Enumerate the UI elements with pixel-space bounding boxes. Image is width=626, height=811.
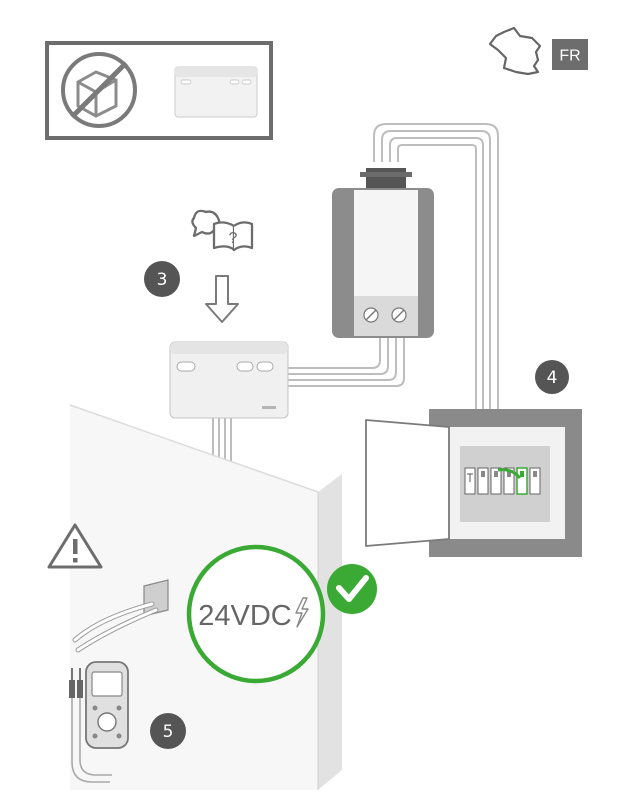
prohibition-box (45, 41, 273, 140)
breaker-arrow-icon (497, 468, 522, 479)
step-5-badge: 5 (150, 713, 186, 749)
terminal-screw-1 (363, 307, 379, 323)
france-map-icon (488, 26, 542, 76)
step-4-number: 4 (547, 368, 558, 388)
breaker-panel (365, 409, 582, 557)
cable-supply-to-panel (373, 123, 499, 410)
highlighted-breaker (516, 467, 528, 495)
power-supply (332, 168, 434, 338)
manual-help-icon (191, 209, 254, 252)
region-badge: FR (552, 39, 588, 70)
wall-junction-box (72, 579, 169, 653)
gateway-device (169, 341, 289, 419)
voltage-indicator: 24VDC (186, 544, 326, 684)
terminal-screw-2 (391, 307, 407, 323)
warning-triangle-icon (47, 523, 103, 569)
question-mark-icon: ? (229, 230, 238, 247)
no-power-icon (61, 52, 137, 128)
breaker-row (464, 467, 541, 495)
voltage-value: 24VDC (198, 600, 292, 632)
multimeter-icon (69, 661, 129, 783)
step-3-number: 3 (157, 270, 168, 290)
panel-door (365, 419, 450, 547)
gateway-device-small (174, 66, 258, 118)
lightning-icon (295, 597, 309, 628)
step-3-badge: 3 (144, 261, 180, 297)
cable-device-to-supply (287, 338, 405, 387)
check-icon (327, 564, 377, 614)
step-4-badge: 4 (535, 360, 569, 394)
region-code: FR (559, 48, 580, 65)
down-arrow-icon (205, 275, 239, 323)
step-5-number: 5 (163, 722, 174, 742)
